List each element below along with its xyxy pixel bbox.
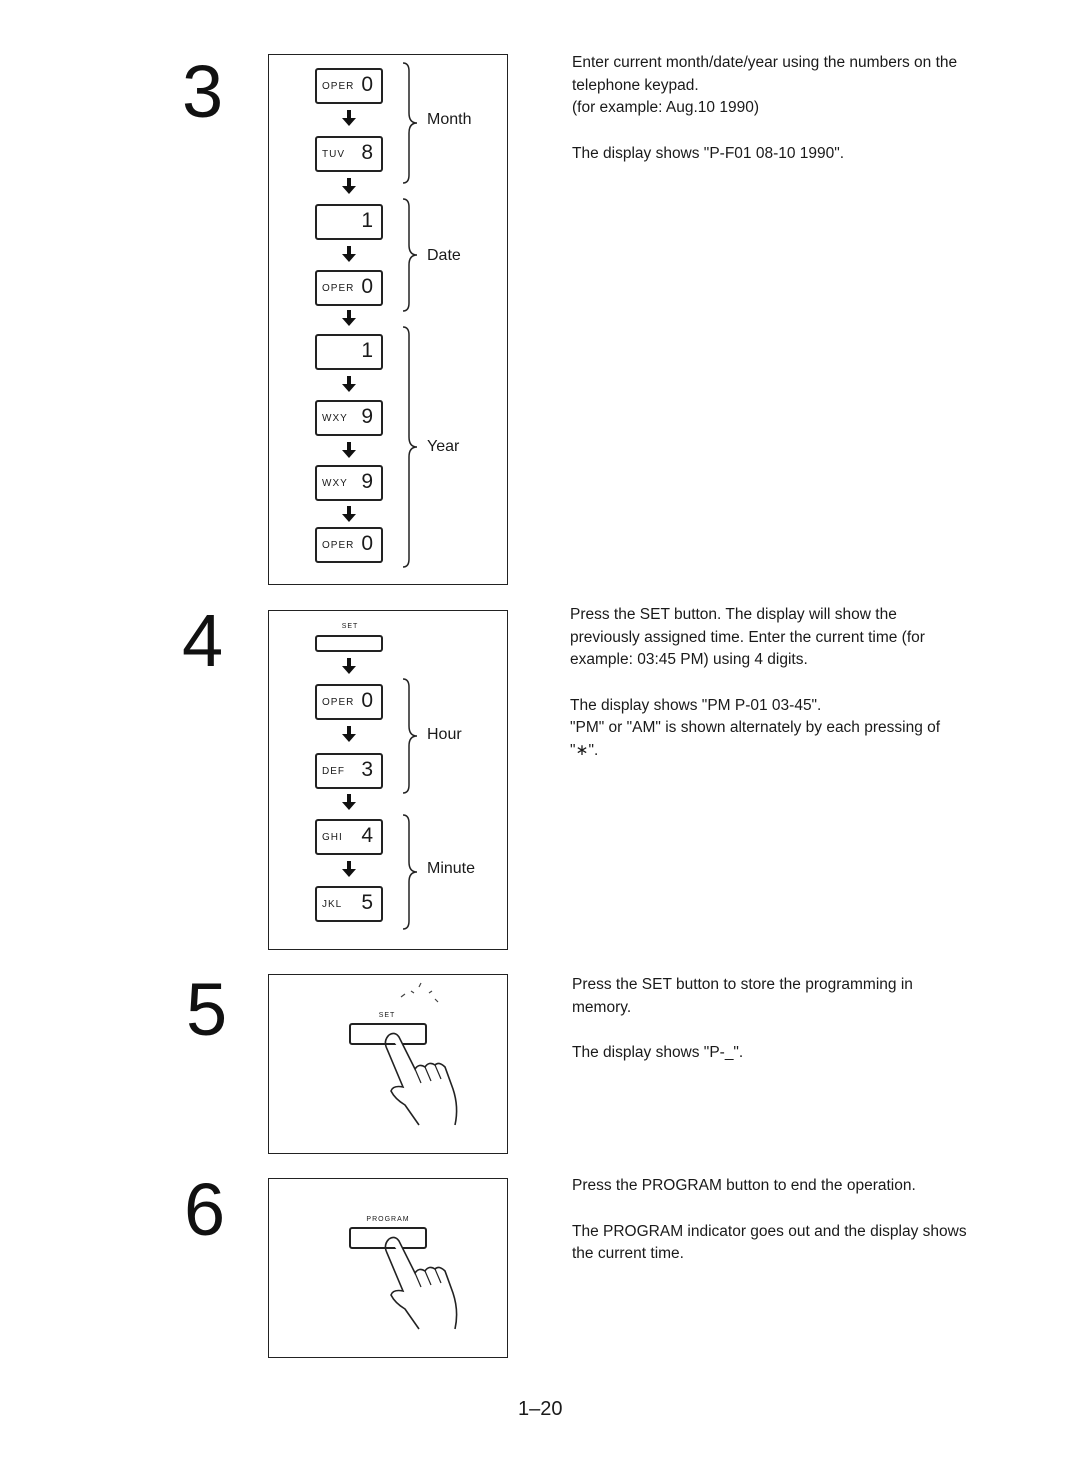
step-number: 3: [182, 50, 224, 133]
set-key: [315, 635, 383, 652]
group-label-minute: Minute: [427, 860, 476, 877]
instruction-text: Enter current month/date/year using the …: [572, 54, 958, 94]
step-5-instructions: Press the SET button to store the progra…: [572, 974, 972, 1065]
display-readout: The display shows "P-_".: [572, 1044, 744, 1061]
key-letters: WXY: [322, 413, 348, 424]
brace-icon: [402, 198, 418, 312]
step-3-panel: OPER 0 TUV 8 1 OPER 0 1 WXY 9 WXY 9 OPER…: [268, 54, 508, 585]
group-label-year: Year: [427, 438, 460, 455]
instruction-text: Press the PROGRAM button to end the oper…: [572, 1177, 916, 1194]
key-oper-0: OPER 0: [315, 527, 383, 563]
step-4-panel: SET OPER 0 DEF 3 GHI 4 JKL 5 Hour Minute: [268, 610, 508, 950]
instruction-result: The PROGRAM indicator goes out and the d…: [572, 1222, 967, 1263]
step-6-panel: PROGRAM: [268, 1178, 508, 1358]
key-digit: 1: [361, 209, 373, 232]
group-label-month: Month: [427, 111, 472, 128]
key-letters: DEF: [322, 766, 345, 777]
key-1: 1: [315, 204, 383, 240]
key-digit: 5: [361, 891, 373, 914]
key-digit: 0: [361, 275, 373, 298]
key-wxy-9: WXY 9: [315, 465, 383, 501]
pressing-hand-icon: [384, 1032, 458, 1126]
key-jkl-5: JKL 5: [315, 886, 383, 922]
brace-icon: [402, 326, 418, 568]
key-letters: OPER: [322, 697, 355, 708]
key-ghi-4: GHI 4: [315, 819, 383, 855]
key-oper-0: OPER 0: [315, 68, 383, 104]
key-digit: 8: [361, 141, 373, 164]
display-readout: The display shows "P-F01 08-10 1990".: [572, 144, 845, 162]
key-letters: OPER: [322, 283, 355, 294]
key-digit: 4: [361, 824, 373, 847]
set-button-caption: SET: [378, 1012, 396, 1019]
key-digit: 0: [361, 689, 373, 712]
step-number: 5: [186, 968, 228, 1051]
key-wxy-9: WXY 9: [315, 400, 383, 436]
key-letters: WXY: [322, 478, 348, 489]
instruction-text: Press the SET button to store the progra…: [572, 976, 913, 1016]
set-key-caption: SET: [341, 623, 359, 630]
key-oper-0: OPER 0: [315, 684, 383, 720]
step-number: 6: [184, 1168, 226, 1251]
step-4-instructions: Press the SET button. The display will s…: [570, 604, 960, 762]
step-number: 4: [182, 599, 224, 682]
step-6-instructions: Press the PROGRAM button to end the oper…: [572, 1175, 972, 1266]
key-digit: 1: [361, 339, 373, 362]
step-5-panel: SET: [268, 974, 508, 1154]
group-label-hour: Hour: [427, 726, 462, 743]
program-button-caption: PROGRAM: [366, 1216, 410, 1223]
key-letters: OPER: [322, 540, 355, 551]
set-button: [349, 1023, 427, 1045]
pressing-hand-icon: [384, 1236, 458, 1330]
key-digit: 9: [361, 470, 373, 493]
brace-icon: [402, 678, 418, 794]
instruction-note: "PM" or "AM" is shown alternately by eac…: [570, 719, 941, 759]
key-letters: OPER: [322, 81, 355, 92]
key-tuv-8: TUV 8: [315, 136, 383, 172]
press-motion-icon: [400, 982, 439, 1003]
instruction-example: (for example: Aug.10 1990): [572, 99, 759, 116]
key-letters: GHI: [322, 832, 343, 843]
program-button: [349, 1227, 427, 1249]
key-digit: 0: [361, 532, 373, 555]
key-digit: 9: [361, 405, 373, 428]
key-def-3: DEF 3: [315, 753, 383, 789]
display-readout: The display shows "PM P-01 03-45".: [570, 696, 822, 714]
key-digit: 3: [361, 758, 373, 781]
key-1: 1: [315, 334, 383, 370]
brace-icon: [402, 814, 418, 930]
key-letters: TUV: [322, 149, 345, 160]
page-number: 1–20: [518, 1398, 563, 1420]
instruction-text: Press the SET button. The display will s…: [570, 606, 925, 668]
step-3-instructions: Enter current month/date/year using the …: [572, 52, 972, 165]
group-label-date: Date: [427, 247, 461, 264]
brace-icon: [402, 62, 418, 184]
key-letters: JKL: [322, 899, 343, 910]
key-digit: 0: [361, 73, 373, 96]
key-oper-0: OPER 0: [315, 270, 383, 306]
